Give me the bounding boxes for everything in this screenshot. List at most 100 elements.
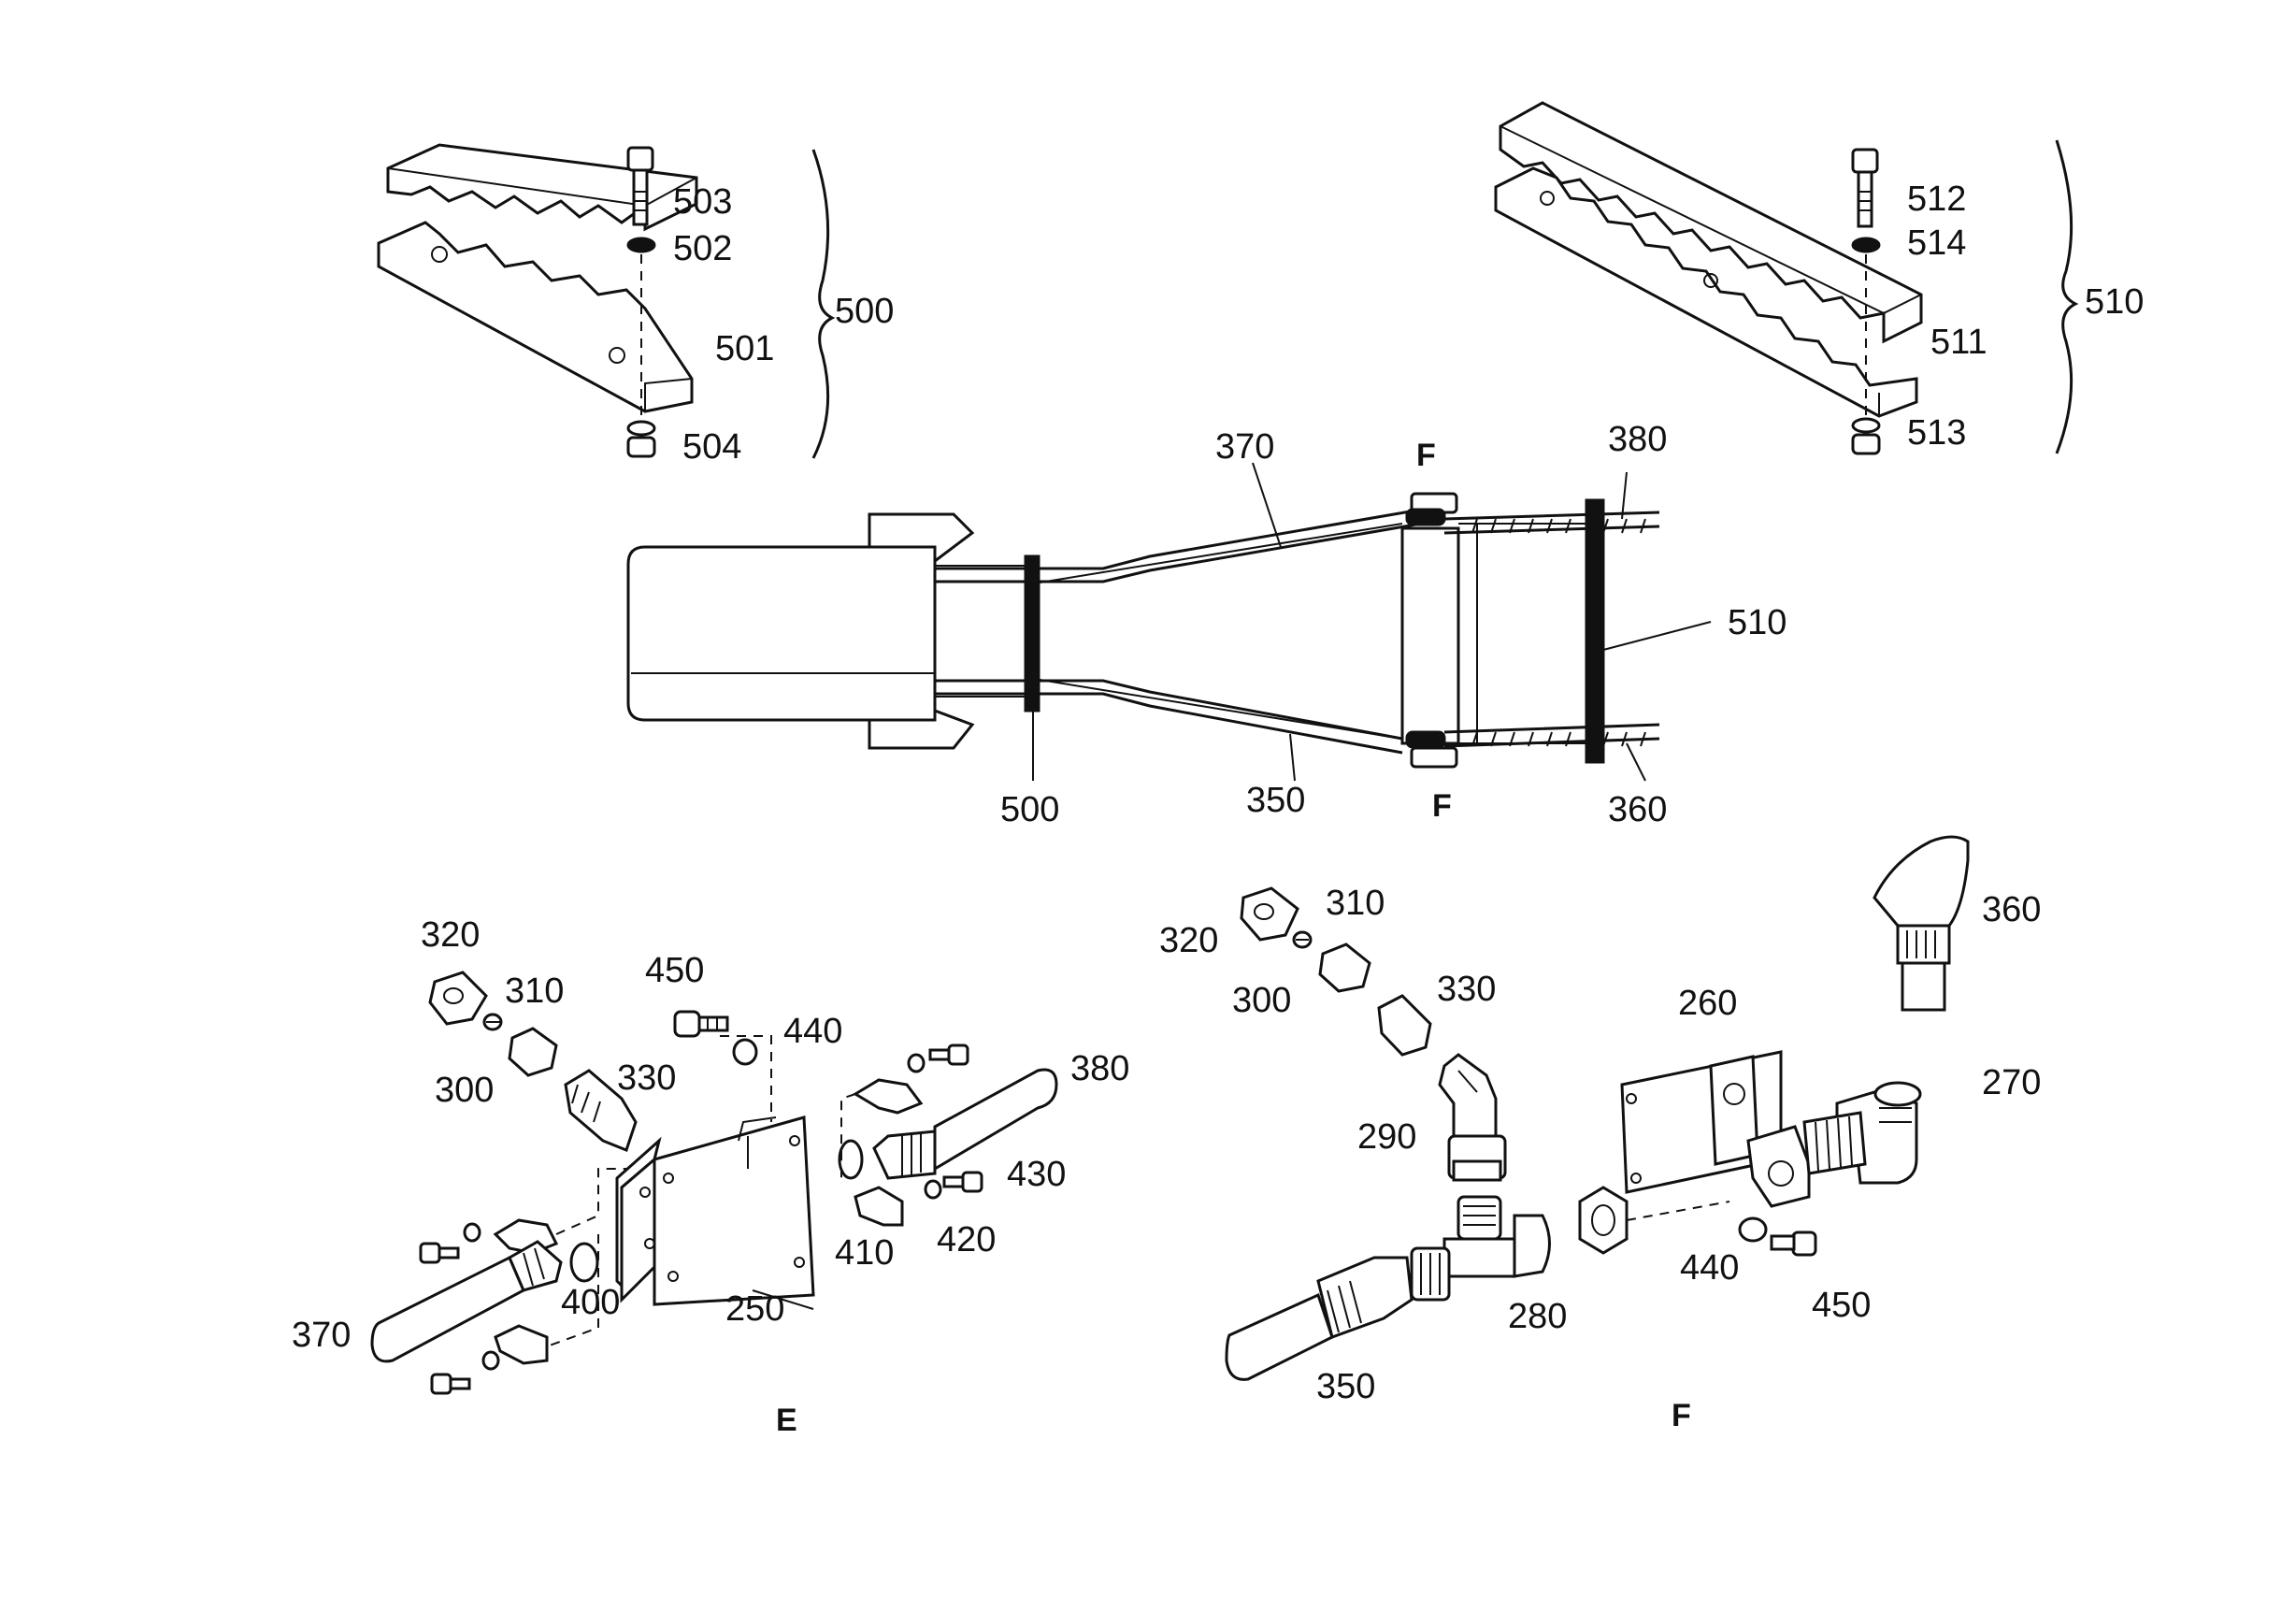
label-440-E: 440	[783, 1012, 842, 1051]
label-320-F: 320	[1159, 921, 1218, 960]
screw-E-left-lower	[430, 1373, 471, 1395]
nut-504	[626, 420, 656, 458]
label-370-E: 370	[292, 1316, 351, 1355]
bolt-512	[1851, 148, 1879, 228]
label-500-main: 500	[1000, 790, 1059, 829]
label-330-E: 330	[617, 1058, 676, 1098]
label-F-top: F	[1416, 438, 1436, 473]
washer-440-F	[1738, 1216, 1768, 1243]
label-310-F: 310	[1326, 884, 1385, 923]
block-250	[615, 1115, 815, 1306]
hose-350-F	[1225, 1256, 1413, 1381]
nut-F-mid	[1578, 1186, 1629, 1255]
label-510-main: 510	[1728, 603, 1787, 642]
clamp-half-410-upper	[853, 1078, 924, 1115]
label-510: 510	[2085, 282, 2144, 322]
label-290-F: 290	[1357, 1117, 1416, 1157]
boom-body	[626, 545, 937, 722]
label-310-E: 310	[505, 972, 564, 1011]
clamp-assembly-510	[1494, 101, 2079, 455]
clamp-510-on-boom	[1585, 498, 1605, 764]
label-300-E: 300	[435, 1071, 494, 1110]
tee-280	[1410, 1195, 1551, 1302]
clamp-assembly-500	[377, 143, 836, 459]
clamp-upper-bar-511	[1499, 101, 1923, 344]
label-250-E: 250	[725, 1289, 784, 1329]
label-260-F: 260	[1678, 984, 1737, 1023]
brace-510	[2055, 139, 2079, 454]
label-430-E: 430	[1007, 1155, 1066, 1194]
label-330-F: 330	[1437, 970, 1496, 1009]
label-440-F: 440	[1680, 1248, 1739, 1288]
washer-502	[626, 237, 656, 253]
o-ring-E-right	[838, 1139, 864, 1180]
clamp-lower-bar-501	[377, 221, 694, 413]
nut-300	[508, 1027, 558, 1077]
clamp-500-on-boom	[1024, 554, 1040, 712]
label-300-F: 300	[1232, 981, 1291, 1020]
o-ring-400	[569, 1242, 599, 1283]
label-270-F: 270	[1982, 1063, 2041, 1102]
ring-310	[482, 1013, 503, 1031]
label-511: 511	[1930, 323, 1987, 362]
nut-513	[1851, 417, 1881, 455]
label-380-E: 380	[1070, 1049, 1129, 1088]
label-503: 503	[673, 182, 732, 222]
hose-350	[935, 679, 1403, 741]
label-450-F: 450	[1812, 1286, 1871, 1325]
clamp-lower-bar-511	[1494, 166, 1918, 418]
elbow-290	[1438, 1053, 1507, 1182]
nut-300-F	[1318, 943, 1371, 993]
connector-330	[564, 1069, 638, 1152]
screw-E-upper-right	[928, 1043, 969, 1066]
label-360-F: 360	[1982, 890, 2041, 929]
ring-310-F	[1292, 930, 1313, 949]
label-350-F: 350	[1316, 1367, 1375, 1406]
clamp-half-410-lower	[854, 1186, 904, 1227]
label-450-E: 450	[645, 951, 704, 990]
elbow-270	[1802, 1081, 1922, 1185]
boom-flange	[868, 512, 975, 750]
bolt-503	[626, 146, 654, 226]
hose-360-F	[1873, 835, 1970, 1012]
washer-420	[924, 1179, 942, 1200]
hose-370	[935, 508, 1422, 570]
clamp-upper-bar-501	[386, 143, 698, 232]
label-320-E: 320	[421, 915, 480, 955]
label-380-main: 380	[1608, 420, 1667, 459]
clamp-half-left-lower	[494, 1324, 549, 1365]
label-370-main: 370	[1215, 427, 1274, 467]
label-420-E: 420	[937, 1220, 996, 1259]
washer-440-E	[732, 1038, 758, 1066]
plate-260	[1620, 1050, 1811, 1208]
label-360-main: 360	[1608, 790, 1667, 829]
screw-E-left-upper	[419, 1242, 460, 1264]
label-400-E: 400	[561, 1283, 620, 1322]
label-410-E: 410	[835, 1233, 894, 1273]
cap-nut-320	[428, 971, 488, 1026]
label-502: 502	[673, 229, 732, 268]
label-501: 501	[715, 329, 774, 368]
bolt-450-F	[1770, 1231, 1817, 1257]
boom-overview	[626, 462, 1712, 782]
fitting-block	[1400, 526, 1460, 745]
label-512: 512	[1907, 180, 1966, 219]
detail-E	[370, 971, 1058, 1395]
detail-F-title: F	[1672, 1398, 1691, 1433]
brace-500	[811, 149, 836, 459]
label-500: 500	[835, 292, 894, 331]
connector-330-F	[1377, 994, 1432, 1057]
bolt-450-E	[673, 1010, 729, 1038]
washer-514	[1851, 237, 1881, 253]
label-280-F: 280	[1508, 1297, 1567, 1336]
label-514: 514	[1907, 223, 1966, 263]
label-513: 513	[1907, 413, 1966, 453]
label-504: 504	[682, 427, 741, 467]
cap-nut-320-F	[1240, 886, 1299, 942]
hose-380-E	[872, 1068, 1058, 1180]
screw-430	[942, 1171, 983, 1193]
detail-E-title: E	[776, 1403, 797, 1438]
label-F-bottom: F	[1432, 788, 1452, 824]
hose-370-E	[370, 1240, 563, 1363]
